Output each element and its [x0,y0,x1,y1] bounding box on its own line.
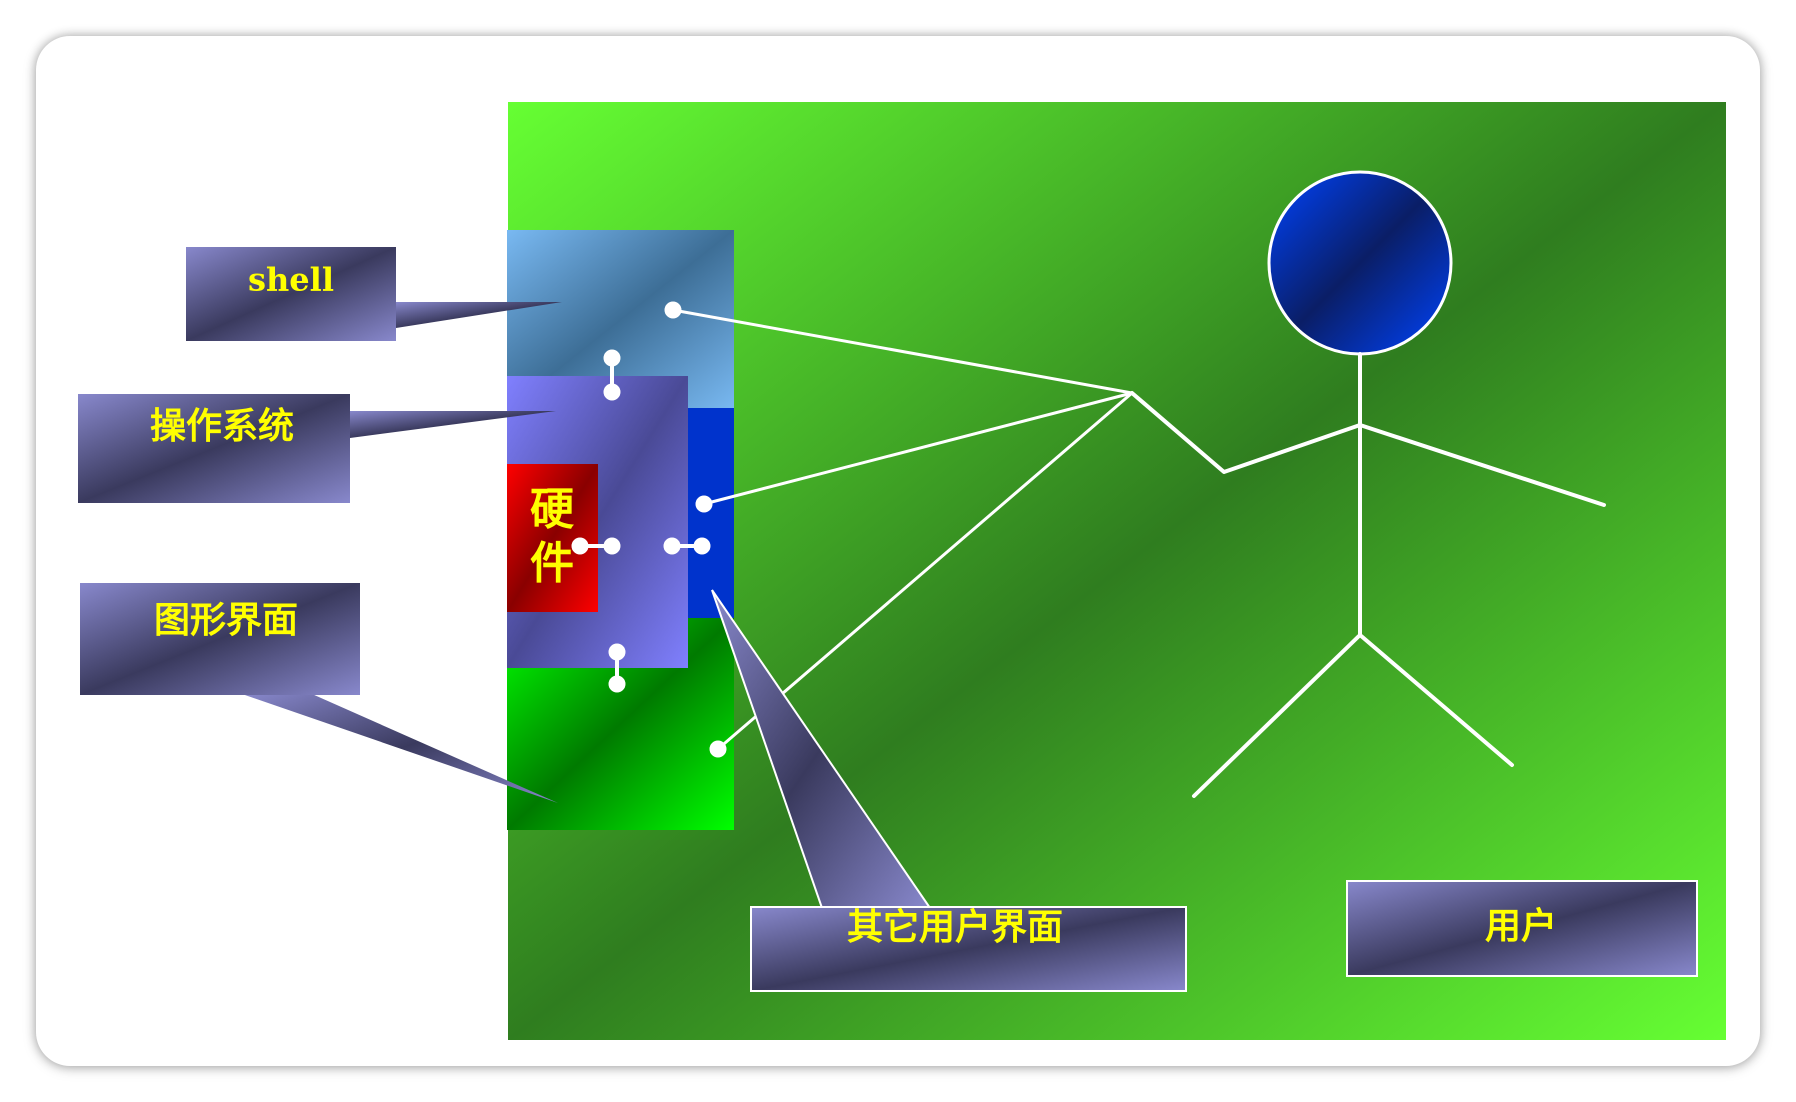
shell-callout-box [186,247,396,341]
os-callout-box [78,394,350,503]
os-label: 操作系统 [150,406,294,447]
user-interface-lines [664,301,1133,758]
user-head [1267,170,1453,356]
connector-dot [603,349,621,367]
gui-access-dot [709,740,727,758]
stick-figure-icon [1130,170,1606,798]
hardware-label-line2: 件 [530,538,574,589]
connector-dot [603,383,621,401]
connector-dot [603,537,621,555]
os-callout: 操作系统 [78,394,556,503]
line-to-gui [717,391,1133,751]
hardware-label-line1: 硬 [530,484,574,535]
user-left-arm [1130,391,1362,474]
line-to-other-ui [703,391,1133,506]
user-left-leg [1192,633,1362,798]
os-callout-pointer [350,411,556,438]
other-ui-callout: 其它用户界面 [711,589,1187,992]
user-label: 用户 [1485,906,1557,947]
connector-dot [608,643,626,661]
connector-dot [693,537,711,555]
connector-dot [571,537,589,555]
user-right-arm [1358,423,1606,507]
shell-callout: shell [186,247,562,341]
shell-callout-pointer [396,302,562,328]
gui-callout-box [80,583,360,695]
gui-callout-pointer [242,694,558,803]
connector-dot [663,537,681,555]
other-ui-layer-box [688,408,734,620]
other-ui-access-dot [695,495,713,513]
shell-access-dot [664,301,682,319]
shell-label: shell [248,261,334,299]
gui-callout: 图形界面 [80,583,558,803]
gui-label: 图形界面 [154,600,298,641]
other-ui-callout-box [750,906,1187,992]
other-ui-label: 其它用户界面 [847,907,1063,948]
layer-connectors [571,349,711,693]
connector-dot [608,675,626,693]
user-label-box: 用户 [1346,880,1698,977]
user-right-leg [1358,633,1514,767]
line-to-shell [672,308,1133,395]
user-callout-box [1346,880,1698,977]
